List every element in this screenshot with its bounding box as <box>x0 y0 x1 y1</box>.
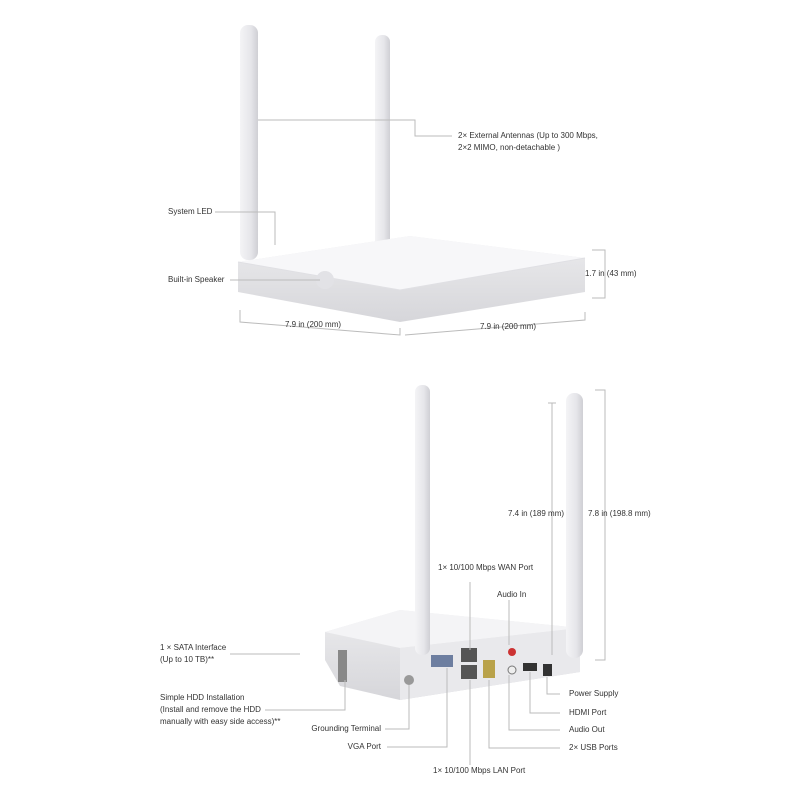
antenna-left <box>240 25 258 260</box>
top-device <box>237 25 586 322</box>
power-label: Power Supply <box>569 689 619 698</box>
hdd-label-line1: Simple HDD Installation <box>160 693 245 702</box>
antenna-right <box>375 35 390 250</box>
system-led-label: System LED <box>168 207 213 216</box>
height-label: 1.7 in (43 mm) <box>585 269 637 278</box>
usb-label: 2× USB Ports <box>569 743 618 752</box>
usb-ports <box>483 660 495 678</box>
wan-port-label: 1× 10/100 Mbps WAN Port <box>438 563 534 572</box>
hdd-label-line3: manually with easy side access)** <box>160 717 281 726</box>
rear-device <box>325 385 583 700</box>
rear-antenna-right <box>566 393 583 658</box>
lan-port-label: 1× 10/100 Mbps LAN Port <box>433 766 526 775</box>
audio-in-label: Audio In <box>497 590 527 599</box>
power-port <box>543 664 552 676</box>
wan-port <box>461 648 477 662</box>
audio-out-label: Audio Out <box>569 725 605 734</box>
height-short-label: 7.4 in (189 mm) <box>508 509 565 518</box>
height-tall-label: 7.8 in (198.8 mm) <box>588 509 651 518</box>
audio-out-jack <box>507 665 517 675</box>
hdmi-label: HDMI Port <box>569 708 607 717</box>
hdd-slot <box>338 650 347 682</box>
hdd-label-line2: (Install and remove the HDD <box>160 705 261 714</box>
vga-port <box>431 655 453 667</box>
width-left-label: 7.9 in (200 mm) <box>285 320 342 329</box>
grounding-terminal <box>404 675 414 685</box>
vga-label: VGA Port <box>347 742 381 751</box>
sata-label-line1: 1 × SATA Interface <box>160 643 227 652</box>
sata-label-line2: (Up to 10 TB)** <box>160 655 215 664</box>
audio-in-jack <box>508 648 516 656</box>
antennas-label-line1: 2× External Antennas (Up to 300 Mbps, <box>458 131 598 140</box>
speaker-grille-icon <box>316 271 334 289</box>
lan-port <box>461 665 477 679</box>
antennas-label-line2: 2×2 MIMO, non-detachable ) <box>458 143 561 152</box>
rear-antenna-left <box>415 385 430 655</box>
width-right-label: 7.9 in (200 mm) <box>480 322 537 331</box>
speaker-label: Built-in Speaker <box>168 275 225 284</box>
hdmi-port <box>523 663 537 671</box>
leader-lines <box>215 119 606 765</box>
grounding-label: Grounding Terminal <box>311 724 381 733</box>
